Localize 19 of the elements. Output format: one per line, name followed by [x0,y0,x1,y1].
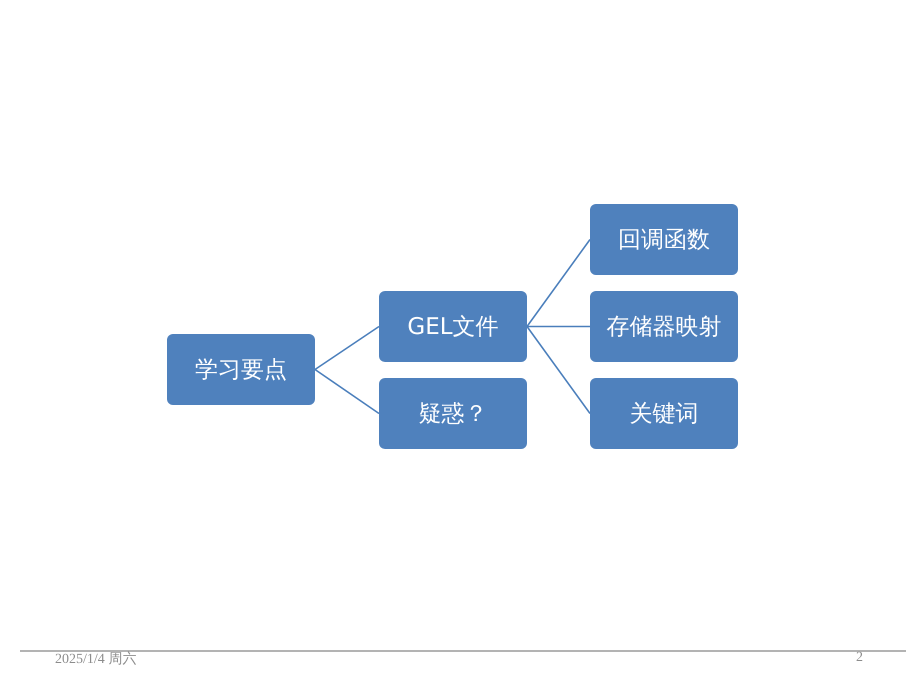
topic-text: 回调函数 [618,226,710,255]
page-number: 2 [856,650,863,666]
topic-text: GEL文件 [407,313,499,342]
topic-box [379,291,527,362]
connector-line [526,239,591,327]
connector-line [526,326,591,414]
topic-box [167,334,315,405]
topic-box [379,378,527,449]
connector-line [527,326,590,328]
topic-text: 存储器映射 [606,313,722,342]
connector-line [314,368,380,414]
topic-box [590,378,738,449]
topic-box [590,204,738,275]
topic-text: 学习要点 [195,356,287,385]
connector-line [314,326,380,370]
topic-text: 疑惑？ [418,400,488,429]
topic-text: 关键词 [630,400,698,429]
topic-box [590,291,738,362]
date-text: 2025/1/4 周六 [55,650,136,668]
